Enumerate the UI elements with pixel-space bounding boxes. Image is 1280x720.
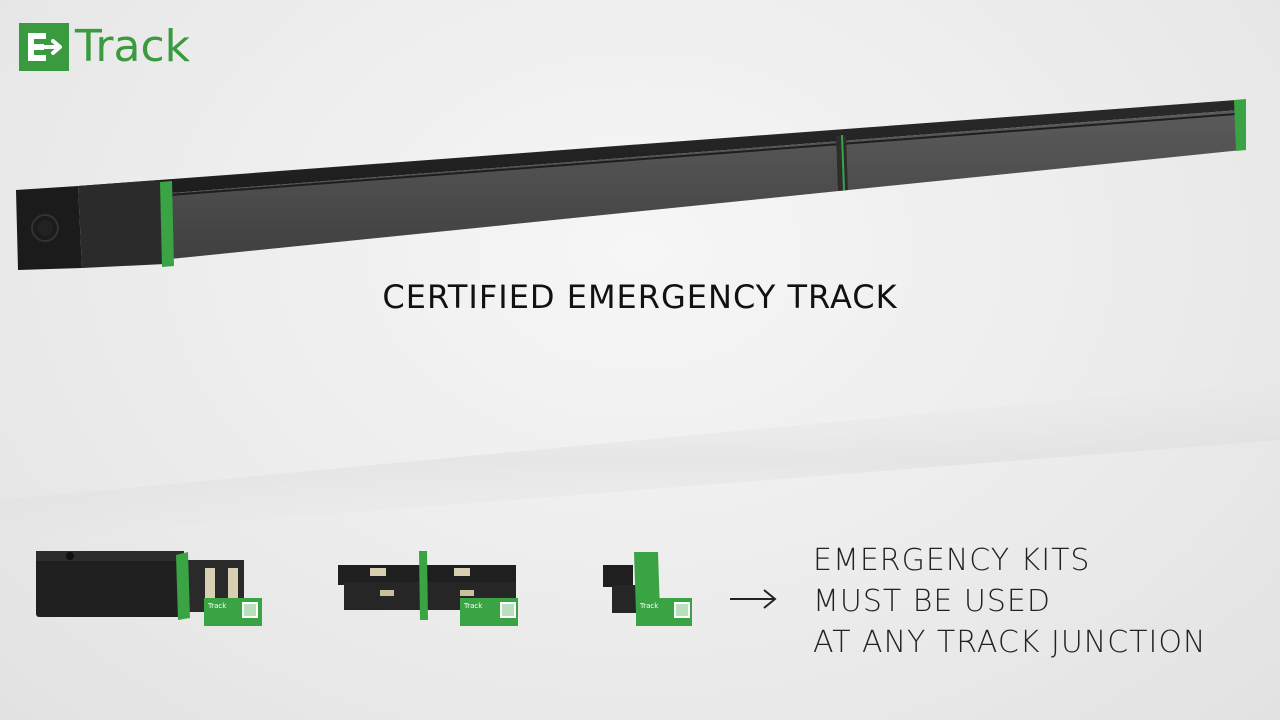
exit-arrow-icon <box>19 23 69 71</box>
junction-note: EMERGENCY KITS MUST BE USED AT ANY TRACK… <box>813 540 1206 663</box>
headline: CERTIFIED EMERGENCY TRACK <box>382 278 898 316</box>
kit-label: Track <box>207 602 227 610</box>
kit-label: Track <box>639 602 659 610</box>
brand-name: Track <box>75 21 191 72</box>
note-line-2: MUST BE USED <box>813 584 1051 619</box>
kit-end-feed: Track <box>36 551 262 626</box>
arrow-right-icon <box>730 589 777 609</box>
kit-label: Track <box>463 602 483 610</box>
emergency-track <box>16 99 1246 270</box>
kit-straight-joiner: Track <box>338 551 518 626</box>
note-line-3: AT ANY TRACK JUNCTION <box>813 625 1207 660</box>
note-line-1: EMERGENCY KITS <box>813 543 1091 578</box>
brand-logo: Track <box>19 22 190 72</box>
kit-end-cap: Track <box>603 552 692 626</box>
